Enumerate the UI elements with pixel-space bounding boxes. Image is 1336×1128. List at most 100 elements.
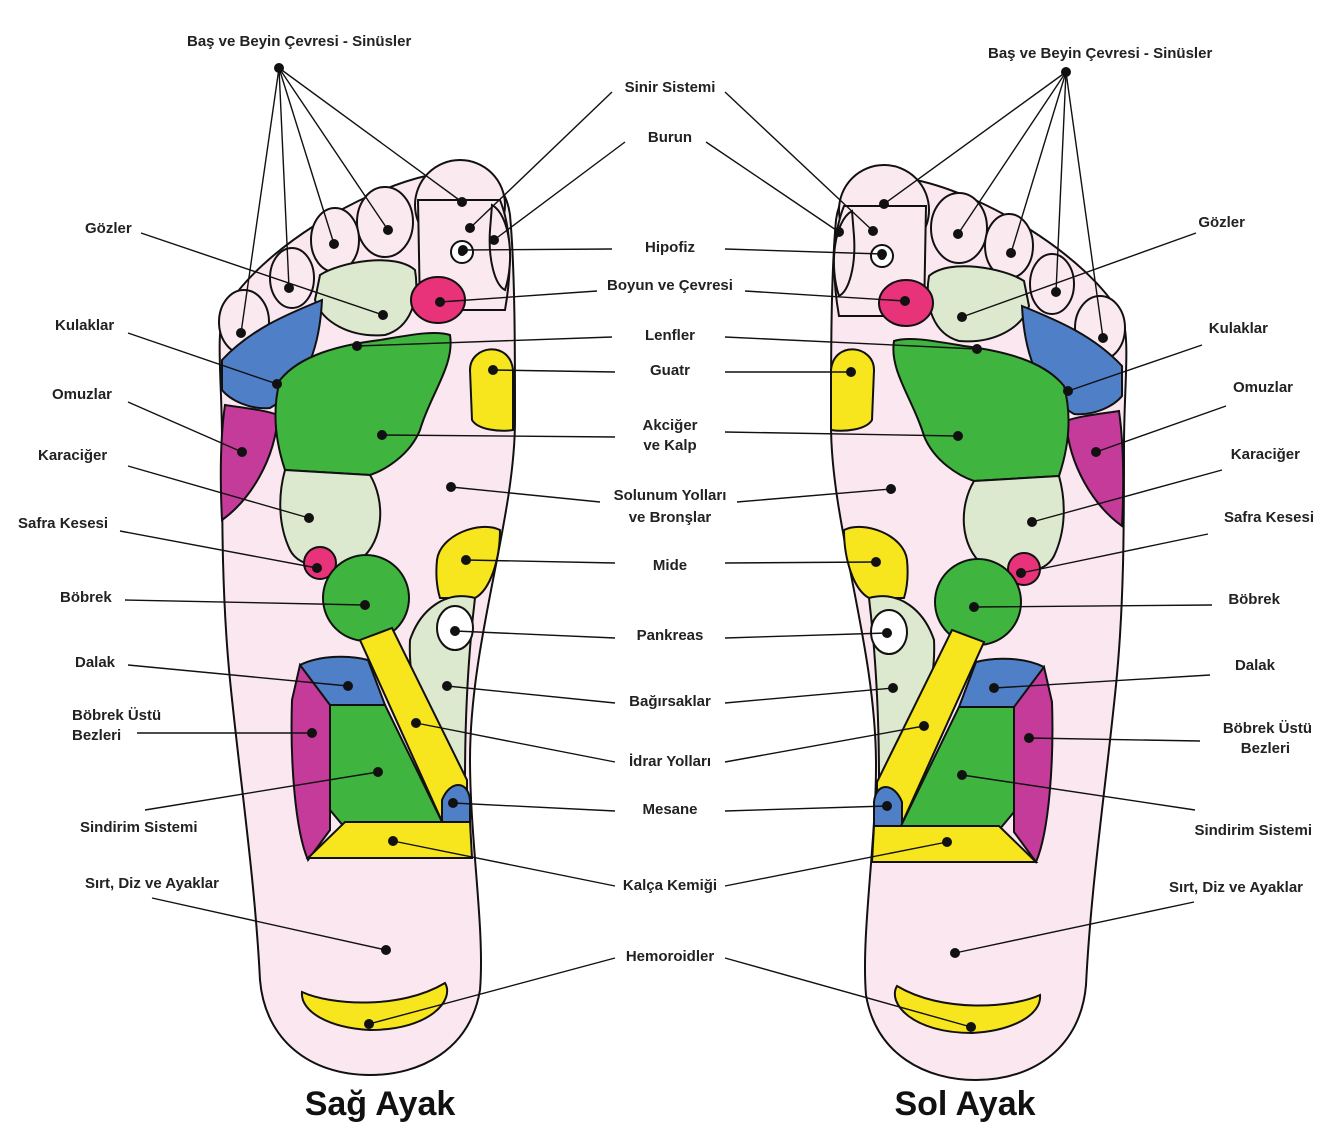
leader-line-head-l-1 bbox=[884, 72, 1066, 204]
leader-dot-gall-r bbox=[312, 563, 322, 573]
leader-line-head-l-2 bbox=[958, 72, 1066, 234]
leader-dot-head-r-origin bbox=[274, 63, 284, 73]
leader-line-nervous-l bbox=[725, 92, 873, 231]
leader-dot-pit-l bbox=[877, 249, 887, 259]
leader-dot-pancreas-r bbox=[450, 626, 460, 636]
leader-line-nose-r bbox=[494, 142, 625, 240]
label-nervous: Sinir Sistemi bbox=[625, 79, 716, 96]
leader-dot-neck-l bbox=[900, 296, 910, 306]
label-eyes-left: Gözler bbox=[1198, 214, 1245, 231]
right-foot bbox=[219, 160, 515, 1075]
leader-dot-head-l-1 bbox=[879, 199, 889, 209]
leader-dot-nervous-l bbox=[868, 226, 878, 236]
leader-dot-liver-l bbox=[1027, 517, 1037, 527]
leader-dot-bladder-l bbox=[882, 801, 892, 811]
label-neck: Boyun ve Çevresi bbox=[607, 277, 733, 294]
leader-dot-neck-r bbox=[435, 297, 445, 307]
leader-dot-stomach-l bbox=[871, 557, 881, 567]
leader-line-pit-r bbox=[463, 249, 612, 250]
leader-dot-airways-l bbox=[886, 484, 896, 494]
leader-dot-head-l-origin bbox=[1061, 67, 1071, 77]
leader-line-head-r-2 bbox=[279, 68, 388, 230]
label-gallbladder-right: Safra Kesesi bbox=[18, 515, 108, 532]
leader-line-nose-l bbox=[706, 142, 839, 232]
leader-dot-spleen-l bbox=[989, 683, 999, 693]
label-back-left: Sırt, Diz ve Ayaklar bbox=[1169, 879, 1303, 896]
leader-dot-head-r-1 bbox=[457, 197, 467, 207]
title-left-foot: Sol Ayak bbox=[894, 1085, 1035, 1123]
left-zone-kidney bbox=[935, 559, 1021, 645]
leader-dot-hip-l bbox=[942, 837, 952, 847]
leader-line-head-l-3 bbox=[1011, 72, 1066, 253]
label-spleen-right: Dalak bbox=[75, 654, 116, 671]
leader-dot-gall-l bbox=[1016, 568, 1026, 578]
leader-dot-nervous-r bbox=[465, 223, 475, 233]
leader-line-bladder-l bbox=[725, 806, 887, 811]
leader-dot-back-l bbox=[950, 948, 960, 958]
label-adrenal-right-2: Bezleri bbox=[72, 727, 121, 744]
label-adrenal-left-2: Bezleri bbox=[1241, 740, 1290, 757]
label-gallbladder-left: Safra Kesesi bbox=[1224, 509, 1314, 526]
label-airways-1: Solunum Yolları bbox=[614, 487, 727, 504]
leader-dot-nose-r bbox=[489, 235, 499, 245]
title-right-foot: Sağ Ayak bbox=[305, 1085, 456, 1123]
leader-dot-head-l-3 bbox=[1006, 248, 1016, 258]
leader-dot-lungs-r bbox=[377, 430, 387, 440]
leader-dot-adrenal-l bbox=[1024, 733, 1034, 743]
label-ears-right: Kulaklar bbox=[55, 317, 114, 334]
label-stomach: Mide bbox=[653, 557, 687, 574]
leader-dot-head-l-2 bbox=[953, 229, 963, 239]
leader-dot-head-l-4 bbox=[1051, 287, 1061, 297]
leader-dot-spleen-r bbox=[343, 681, 353, 691]
leader-dot-urinary-r bbox=[411, 718, 421, 728]
leader-dot-bladder-r bbox=[448, 798, 458, 808]
leader-dot-urinary-l bbox=[919, 721, 929, 731]
leader-dot-hemo-l bbox=[966, 1022, 976, 1032]
left-foot bbox=[831, 165, 1126, 1080]
leader-dot-back-r bbox=[381, 945, 391, 955]
label-lungs-2: ve Kalp bbox=[643, 437, 696, 454]
leader-dot-nose-l bbox=[834, 227, 844, 237]
leader-line-head-r-3 bbox=[279, 68, 334, 244]
label-digestive-right: Sindirim Sistemi bbox=[80, 819, 198, 836]
label-liver-left: Karaciğer bbox=[1231, 446, 1300, 463]
leader-dot-liver-r bbox=[304, 513, 314, 523]
leader-line-stomach-l bbox=[725, 562, 876, 563]
leader-dot-intest-r bbox=[442, 681, 452, 691]
label-adrenal-right-1: Böbrek Üstü bbox=[72, 707, 161, 724]
leader-dot-adrenal-r bbox=[307, 728, 317, 738]
leader-dot-airways-r bbox=[446, 482, 456, 492]
label-back-right: Sırt, Diz ve Ayaklar bbox=[85, 875, 219, 892]
leader-dot-pancreas-l bbox=[882, 628, 892, 638]
label-thyroid: Guatr bbox=[650, 362, 690, 379]
label-liver-right: Karaciğer bbox=[38, 447, 107, 464]
leader-dot-head-r-2 bbox=[383, 225, 393, 235]
leader-dot-ears-r bbox=[272, 379, 282, 389]
leader-dot-kidney-r bbox=[360, 600, 370, 610]
label-adrenal-left-1: Böbrek Üstü bbox=[1223, 720, 1312, 737]
label-spleen-left: Dalak bbox=[1235, 657, 1276, 674]
label-digestive-left: Sindirim Sistemi bbox=[1194, 822, 1312, 839]
leader-dot-thyroid-r bbox=[488, 365, 498, 375]
label-kidney-left: Böbrek bbox=[1228, 591, 1280, 608]
label-hip: Kalça Kemiği bbox=[623, 877, 717, 894]
label-hemorrhoids: Hemoroidler bbox=[626, 948, 715, 965]
leader-dot-hemo-r bbox=[364, 1019, 374, 1029]
leader-dot-digestive-r bbox=[373, 767, 383, 777]
leader-dot-pit-r bbox=[458, 245, 468, 255]
label-lungs-1: Akciğer bbox=[642, 417, 697, 434]
label-ears-left: Kulaklar bbox=[1209, 320, 1268, 337]
leader-dot-stomach-r bbox=[461, 555, 471, 565]
leader-dot-eyes-l bbox=[957, 312, 967, 322]
leader-dot-head-r-3 bbox=[329, 239, 339, 249]
right-toe-4 bbox=[270, 248, 314, 308]
label-intestines: Bağırsaklar bbox=[629, 693, 711, 710]
label-pancreas: Pankreas bbox=[637, 627, 704, 644]
leader-dot-kidney-l bbox=[969, 602, 979, 612]
leader-dot-lymph-r bbox=[352, 341, 362, 351]
leader-dot-shoulders-l bbox=[1091, 447, 1101, 457]
label-pituitary: Hipofiz bbox=[645, 239, 695, 256]
leader-dot-lungs-l bbox=[953, 431, 963, 441]
leader-line-head-r-1 bbox=[279, 68, 462, 202]
